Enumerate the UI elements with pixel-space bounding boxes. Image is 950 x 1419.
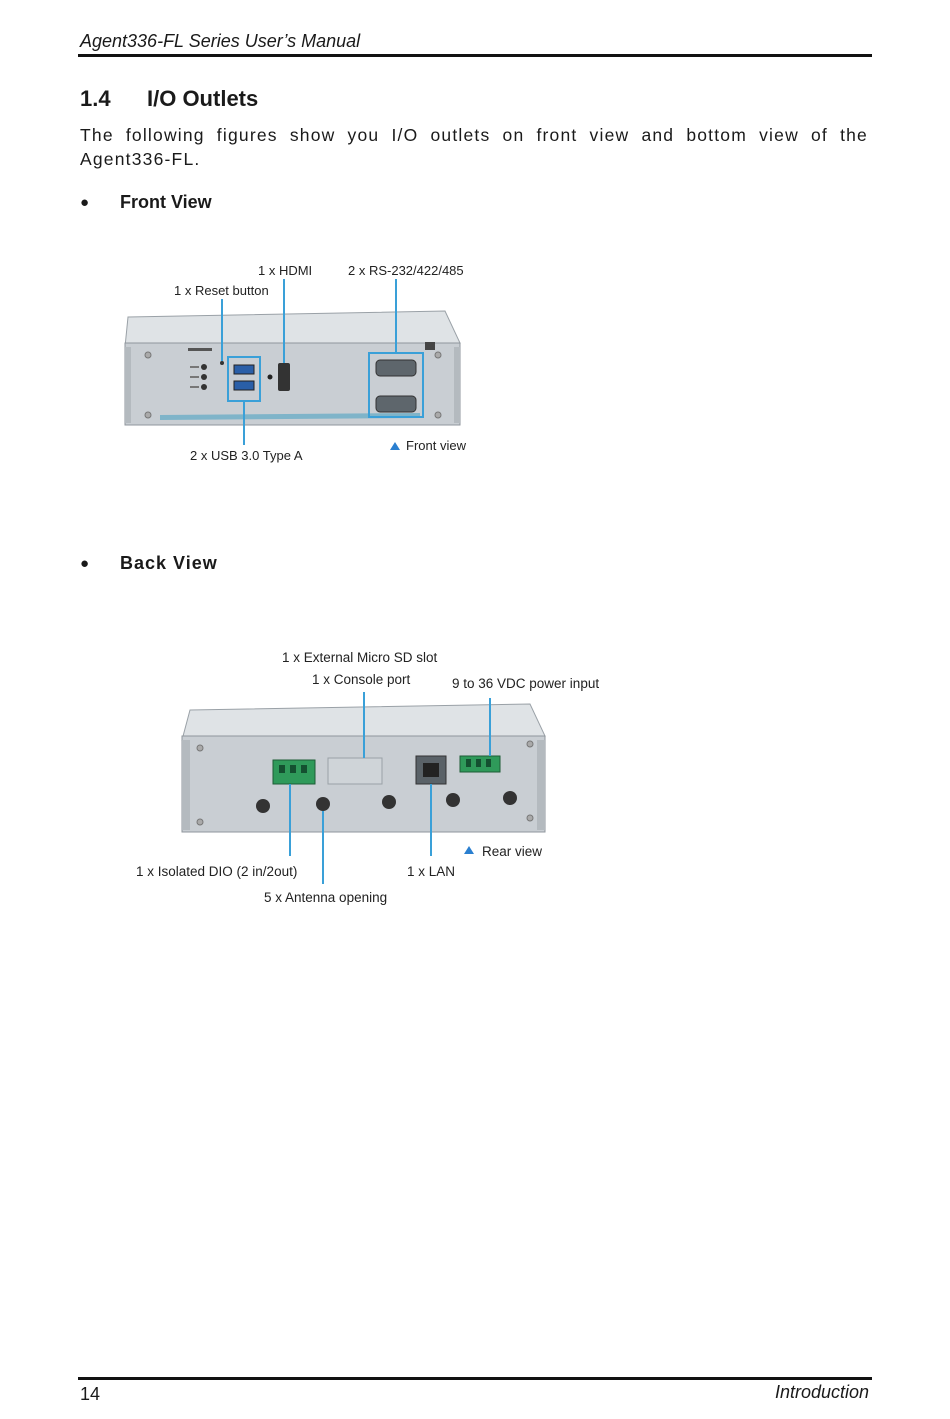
callout-hdmi: 1 x HDMI [258, 263, 312, 278]
page-number: 14 [80, 1384, 101, 1404]
callout-lan: 1 x LAN [407, 864, 455, 879]
callout-rs232: 2 x RS-232/422/485 [348, 263, 464, 278]
callout-reset: 1 x Reset button [174, 283, 269, 298]
running-header: Agent336-FL Series User’s Manual [80, 31, 361, 51]
header-rule [78, 54, 872, 57]
back-view-figure: 1 x External Micro SD slot 1 x Console p… [136, 650, 599, 905]
front-view-label: Front View [120, 192, 212, 212]
front-caption: Front view [406, 438, 467, 453]
callout-sd-slot: 1 x External Micro SD slot [282, 650, 438, 665]
rear-caption: Rear view [482, 844, 542, 859]
section-title: I/O Outlets [147, 86, 259, 111]
callout-dio: 1 x Isolated DIO (2 in/2out) [136, 864, 297, 879]
bullet-back: ● [80, 555, 90, 572]
section-number: 1.4 [80, 86, 111, 111]
footer-section: Introduction [774, 1382, 869, 1402]
footer-rule [78, 1377, 872, 1380]
intro-paragraph: The following figures show you I/O outle… [80, 125, 868, 169]
callout-console: 1 x Console port [312, 672, 411, 687]
back-view-label: Back View [120, 553, 218, 573]
callout-power: 9 to 36 VDC power input [452, 676, 599, 691]
callout-usb: 2 x USB 3.0 Type A [190, 448, 303, 463]
callout-antenna: 5 x Antenna opening [264, 890, 387, 905]
front-view-figure: 1 x HDMI 2 x RS-232/422/485 1 x Reset bu… [124, 263, 467, 463]
bullet-front: ● [80, 194, 90, 211]
